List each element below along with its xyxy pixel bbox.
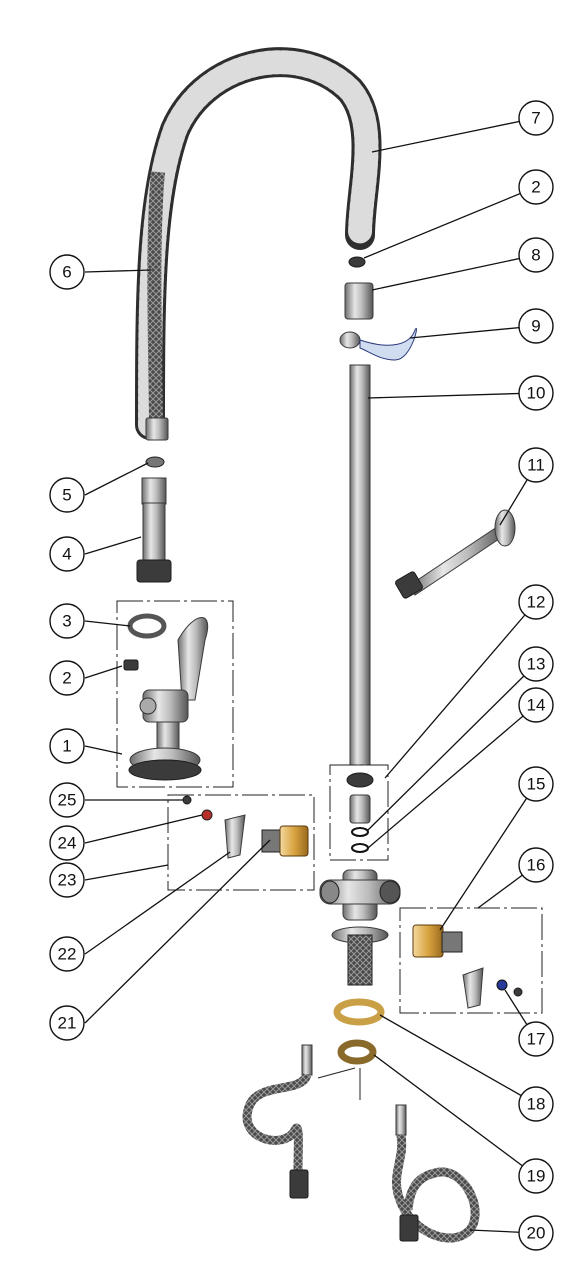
group-box-21-25: [167, 794, 315, 891]
hose-adapter: [344, 282, 374, 320]
callout-8: 8: [518, 237, 554, 273]
callout-16-label: 16: [527, 856, 546, 875]
faucet-valve-body: [128, 617, 209, 781]
callout-7: 7: [518, 100, 554, 136]
index-button-blue: [496, 979, 508, 991]
callout-12-label: 12: [527, 593, 546, 612]
screw-right: [513, 987, 523, 997]
callout-19: 19: [518, 1158, 554, 1194]
callout-22: 22: [49, 936, 85, 972]
lever-handle-left: [224, 814, 246, 859]
small-washer-top: [348, 256, 366, 268]
spring-coil: [135, 47, 382, 440]
callout-24: 24: [49, 825, 85, 861]
group-box-1-3: [116, 600, 234, 788]
cartridge-right: [412, 924, 463, 958]
callout-2-upper-label: 2: [531, 178, 540, 197]
callout-14: 14: [518, 687, 554, 723]
callout-2-lower: 2: [49, 660, 85, 696]
callout-2-lower-label: 2: [62, 669, 71, 688]
callout-24-label: 24: [58, 834, 77, 853]
gold-washer: [333, 998, 385, 1026]
callout-8-label: 8: [531, 246, 540, 265]
callout-4-label: 4: [62, 545, 71, 564]
cartridge-left: [261, 825, 309, 857]
riser-pipe: [349, 364, 371, 766]
wall-bracket: [395, 509, 516, 599]
callout-group: 1 2 2 3 4 5 6 7 8 9 10 11 12 13 14 15 16…: [49, 100, 554, 1251]
supply-hose-right: [392, 1104, 480, 1243]
gasket: [127, 613, 167, 639]
callout-10: 10: [518, 375, 554, 411]
callout-21-label: 21: [58, 1014, 77, 1033]
supply-hose-left: [242, 1044, 313, 1199]
callout-17-label: 17: [527, 1030, 546, 1049]
callout-12: 12: [518, 584, 554, 620]
o-ring-lower: [351, 843, 369, 853]
wall-hook: [339, 327, 417, 361]
callout-10-label: 10: [527, 384, 546, 403]
callout-11-label: 11: [527, 456, 545, 475]
callout-18-label: 18: [527, 1095, 546, 1114]
callout-3-label: 3: [62, 612, 71, 631]
callout-1: 1: [49, 728, 85, 764]
small-nut: [123, 659, 139, 671]
washer: [145, 456, 165, 468]
mount-divider-left: [317, 1067, 356, 1079]
locknut: [337, 1039, 377, 1065]
group-box-12-14: [329, 764, 389, 861]
callout-18: 18: [518, 1086, 554, 1122]
callout-1-label: 1: [62, 737, 71, 756]
index-button-red: [201, 809, 213, 821]
callout-13: 13: [518, 646, 554, 682]
callout-7-label: 7: [531, 109, 540, 128]
group-box-15-17: [399, 907, 543, 1014]
callout-3: 3: [49, 603, 85, 639]
callout-16: 16: [518, 847, 554, 883]
extension-tube: [136, 477, 172, 583]
callout-5: 5: [49, 477, 85, 513]
coupling: [349, 794, 371, 824]
callout-2-upper: 2: [518, 169, 554, 205]
callout-6: 6: [49, 254, 85, 290]
callout-19-label: 19: [527, 1167, 546, 1186]
callout-23: 23: [49, 862, 85, 898]
callout-23-label: 23: [58, 871, 77, 890]
screw: [182, 795, 192, 805]
callout-25-label: 25: [58, 791, 77, 810]
callout-17: 17: [518, 1021, 554, 1057]
lever-handle-right: [462, 967, 484, 1009]
callout-9: 9: [518, 308, 554, 344]
braided-hose: [145, 171, 169, 441]
callout-25: 25: [49, 782, 85, 818]
callout-20-label: 20: [527, 1224, 546, 1243]
callout-6-label: 6: [62, 263, 71, 282]
callout-22-label: 22: [58, 945, 77, 964]
callout-21: 21: [49, 1005, 85, 1041]
callout-11: 11: [518, 447, 554, 483]
callout-9-label: 9: [531, 317, 540, 336]
callout-5-label: 5: [62, 486, 71, 505]
callout-15: 15: [518, 766, 554, 802]
callout-15-label: 15: [527, 775, 546, 794]
cap-nut: [346, 772, 374, 788]
o-ring-upper: [351, 827, 369, 837]
callout-4: 4: [49, 536, 85, 572]
faucet-body: [319, 869, 401, 986]
callout-14-label: 14: [527, 696, 546, 715]
callout-20: 20: [518, 1215, 554, 1251]
callout-13-label: 13: [527, 655, 546, 674]
